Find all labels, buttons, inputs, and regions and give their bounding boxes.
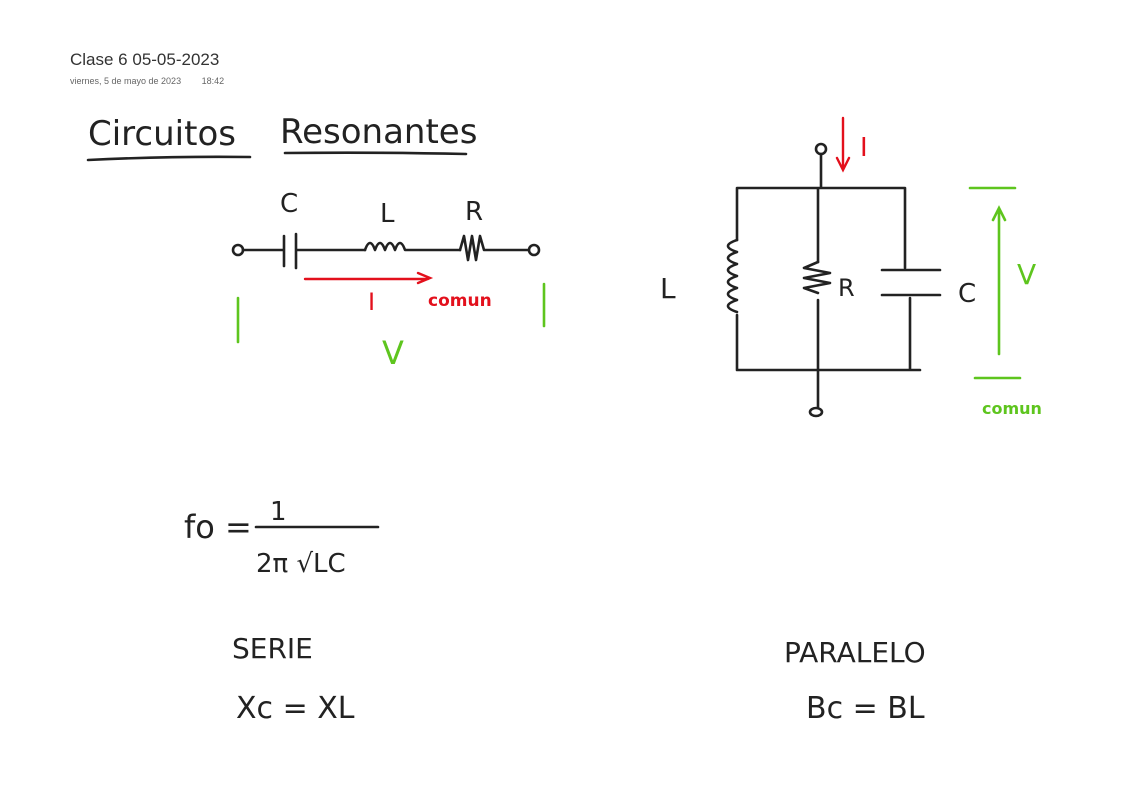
resonance-formula: fo = 1 2π √LC (184, 497, 380, 579)
page-time: 18:42 (201, 76, 225, 86)
series-label-c: C (280, 189, 298, 219)
parallel-common: comun (982, 399, 1042, 418)
underline (86, 155, 252, 162)
parallel-label-r: R (838, 274, 855, 302)
page-title[interactable]: Clase 6 05-05-2023 (70, 50, 220, 69)
series-label-l: L (380, 199, 395, 229)
formula-numerator: 1 (270, 497, 287, 527)
paralelo-condition: Bc = BL (806, 691, 925, 726)
parallel-voltage: V (1017, 258, 1036, 291)
page-meta: viernes, 5 de mayo de 2023 18:42 (70, 76, 242, 86)
formula-denominator: 2π √LC (256, 549, 346, 579)
heading-circuitos: Circuitos (88, 114, 236, 154)
series-circuit: C L R I comun V (231, 189, 546, 372)
formula-lhs: fo = (184, 508, 252, 546)
series-voltage: V (382, 334, 404, 372)
series-label-r: R (465, 197, 483, 227)
parallel-circuit: I L R C V comun (660, 116, 1042, 418)
series-common: comun (428, 291, 492, 311)
parallel-label-l: L (660, 272, 676, 305)
serie-label: SERIE (232, 632, 313, 665)
parallel-label-c: C (958, 279, 976, 309)
page-date: viernes, 5 de mayo de 2023 (70, 76, 182, 86)
underline (283, 151, 468, 156)
series-current: I (368, 288, 375, 316)
parallel-current: I (860, 133, 868, 163)
serie-condition: Xc = XL (236, 691, 355, 726)
heading-resonantes: Resonantes (280, 112, 477, 152)
paralelo-label: PARALELO (784, 636, 926, 669)
